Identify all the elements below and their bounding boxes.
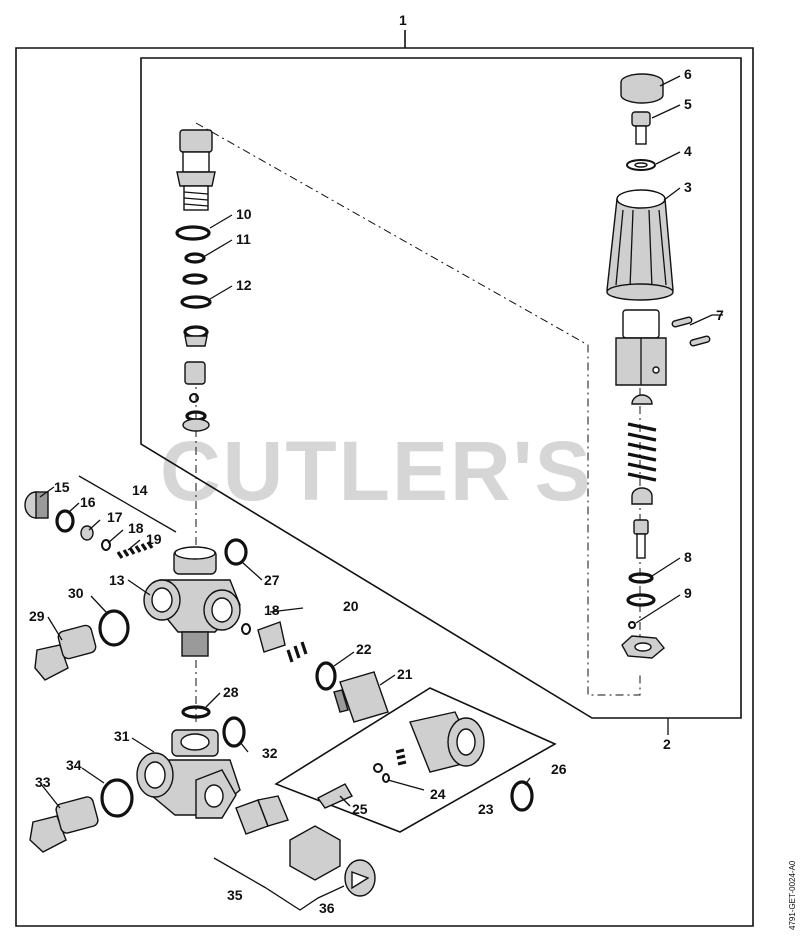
callout-14: 14 (132, 482, 148, 498)
washer-icon (626, 159, 656, 171)
callout-6: 6 (684, 66, 692, 82)
spring-icon (116, 541, 154, 559)
nipple-icon (235, 795, 289, 835)
o-ring-icon (626, 572, 656, 629)
callout-2: 2 (663, 736, 671, 752)
nut-icon (621, 635, 665, 659)
leader-lines (39, 75, 723, 911)
knob-icon (606, 189, 674, 301)
watermark-text: CUTLER'S (160, 424, 593, 518)
hose-nut-icon (289, 825, 341, 881)
callout-9: 9 (684, 585, 692, 601)
pin-icon (671, 316, 711, 347)
valve-body-icon (615, 309, 667, 386)
callout-3: 3 (684, 179, 692, 195)
o-ring-icon (55, 509, 111, 551)
spring-icon (627, 422, 657, 505)
callout-31: 31 (114, 728, 130, 744)
callout-24: 24 (430, 786, 446, 802)
o-ring-icon (100, 778, 134, 818)
callout-29: 29 (29, 608, 45, 624)
kit-frame-23 (274, 687, 557, 833)
callout-11: 11 (236, 231, 251, 247)
nozzle-icon (257, 621, 308, 663)
o-ring-icon (98, 538, 251, 647)
callout-10: 10 (236, 206, 252, 222)
nozzle-icon (316, 783, 353, 809)
spring-icon (395, 748, 407, 766)
cap-icon (620, 73, 664, 104)
callout-21: 21 (397, 666, 413, 682)
callout-35: 35 (227, 887, 243, 903)
callout-34: 34 (66, 757, 82, 773)
banjo-bolt-icon (29, 796, 99, 853)
callout-13: 13 (109, 572, 125, 588)
screw-icon (631, 111, 651, 145)
quick-coupler-icon (409, 711, 485, 773)
callout-19: 19 (146, 531, 162, 547)
callout-15: 15 (54, 479, 70, 495)
fitting-icon (333, 671, 389, 723)
callout-30: 30 (68, 585, 84, 601)
o-ring-icon (510, 780, 534, 812)
callout-26: 26 (551, 761, 567, 777)
callout-27: 27 (264, 572, 280, 588)
callout-28: 28 (223, 684, 239, 700)
plunger-icon (633, 519, 649, 559)
assembly-frame-1 (15, 30, 754, 927)
callout-32: 32 (262, 745, 278, 761)
callout-12: 12 (236, 277, 252, 293)
drawing-code: 4791-GET-0024-A0 (788, 860, 797, 930)
callout-17: 17 (107, 509, 123, 525)
callout-numbers: 1 2 3 4 5 6 7 8 9 10 11 12 13 14 15 16 1… (29, 12, 724, 916)
callout-16: 16 (80, 494, 96, 510)
callout-8: 8 (684, 549, 692, 565)
ball-icon (373, 763, 390, 783)
callout-18-second: 18 (264, 602, 280, 618)
callout-22: 22 (356, 641, 372, 657)
callout-36: 36 (319, 900, 335, 916)
callout-4: 4 (684, 143, 692, 159)
banjo-bolt-icon (34, 624, 97, 681)
tee-body-icon (136, 729, 241, 819)
callout-25: 25 (352, 801, 368, 817)
callout-1: 1 (399, 12, 407, 28)
tee-body-icon (143, 546, 241, 657)
callout-18: 18 (128, 520, 144, 536)
callout-20: 20 (343, 598, 359, 614)
callout-23: 23 (478, 801, 494, 817)
check-valve-icon (182, 361, 210, 432)
o-ring-icon (181, 705, 246, 748)
fitting-icon (176, 129, 216, 211)
dust-cap-icon (344, 859, 376, 897)
ball-icon (631, 394, 653, 405)
o-ring-icon (175, 225, 212, 347)
o-ring-icon (315, 661, 337, 691)
assembly-frame-2 (140, 57, 742, 719)
plug-icon (24, 491, 49, 519)
callout-33: 33 (35, 774, 51, 790)
callout-7: 7 (716, 307, 724, 323)
callout-5: 5 (684, 96, 692, 112)
